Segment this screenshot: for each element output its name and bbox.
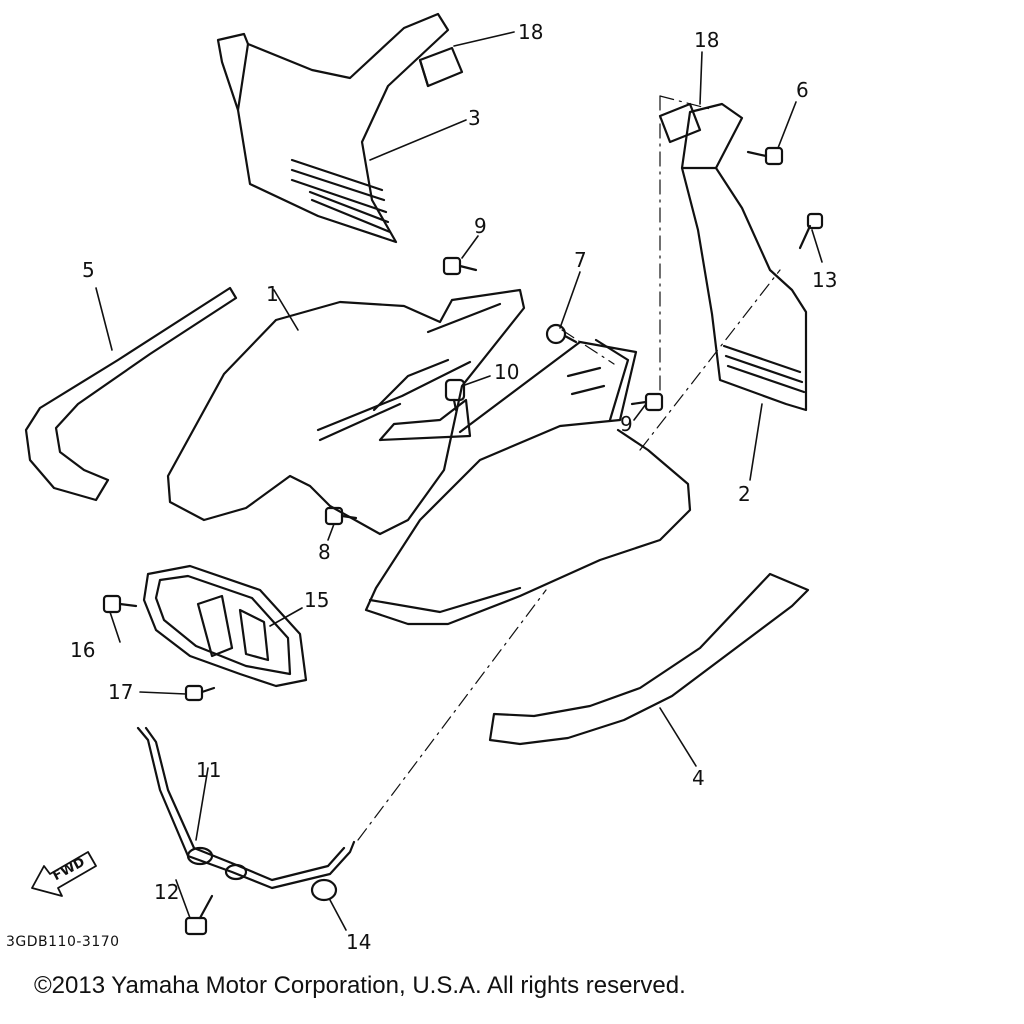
grommet-14: [310, 878, 338, 902]
bolt-9-a: [442, 256, 478, 276]
callout-9-right: 9: [620, 412, 633, 436]
part-1-rear-fender: [166, 288, 526, 536]
callout-16: 16: [70, 638, 96, 662]
callout-1: 1: [266, 282, 279, 306]
callout-12: 12: [154, 880, 180, 904]
callout-7: 7: [574, 248, 587, 272]
callout-17: 17: [108, 680, 134, 704]
bolt-17: [184, 684, 216, 702]
part-2-right-side-cover: [680, 102, 808, 412]
callout-3: 3: [468, 106, 481, 130]
callout-11: 11: [196, 758, 222, 782]
callout-6: 6: [796, 78, 809, 102]
front-fender: [364, 338, 692, 626]
part-4-right-flap: [488, 572, 810, 746]
callout-10: 10: [494, 360, 520, 384]
part-18-pad-right: [658, 102, 702, 144]
callout-8: 8: [318, 540, 331, 564]
callout-18-right: 18: [694, 28, 720, 52]
part-3-left-side-cover: [216, 12, 450, 244]
part-15-tail-bracket: [142, 564, 308, 688]
bolt-8: [324, 506, 358, 526]
callout-4: 4: [692, 766, 705, 790]
bolt-9-b: [630, 392, 664, 412]
copyright-notice: ©2013 Yamaha Motor Corporation, U.S.A. A…: [34, 972, 686, 999]
collar-7: [545, 323, 578, 345]
parts-diagram: [24, 12, 824, 936]
part-18-pad-left: [418, 46, 464, 88]
callout-15: 15: [304, 588, 330, 612]
bolt-10: [444, 378, 466, 412]
bolt-13: [798, 212, 824, 250]
alignment-lines: [357, 95, 781, 841]
bolt-12: [184, 894, 214, 936]
part-11-bracket: [136, 726, 356, 890]
callout-18-left: 18: [518, 20, 544, 44]
fwd-arrow-icon: [31, 851, 97, 897]
bolt-16: [102, 594, 138, 614]
drawing-code: 3GDB110-3170: [6, 934, 120, 950]
callout-5: 5: [82, 258, 95, 282]
bolt-6: [746, 146, 784, 166]
leader-lines: [95, 31, 823, 931]
part-5-left-flap: [24, 286, 238, 502]
callout-9-top: 9: [474, 214, 487, 238]
callout-2: 2: [738, 482, 751, 506]
callout-13: 13: [812, 268, 838, 292]
callout-14: 14: [346, 930, 372, 954]
